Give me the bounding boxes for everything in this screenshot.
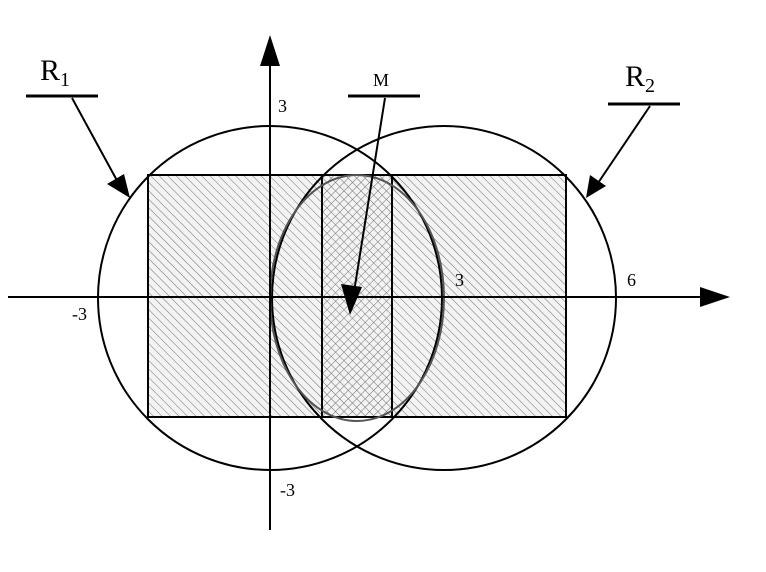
label-r1: R1 xyxy=(40,54,70,91)
label-m-pointer-arrow xyxy=(353,97,386,293)
label-r2-pointer-arrow xyxy=(595,105,651,187)
tick-x-pos-inner: 3 xyxy=(455,270,464,290)
tick-y-neg: -3 xyxy=(280,480,295,500)
label-m-arrowhead xyxy=(341,284,362,315)
label-r2-arrowhead xyxy=(586,175,606,198)
x-axis-arrowhead xyxy=(700,287,730,307)
label-r1-pointer-arrow xyxy=(71,97,121,187)
tick-y-pos: 3 xyxy=(278,96,287,116)
tick-x-pos-outer: 6 xyxy=(627,270,636,290)
y-axis-arrowhead xyxy=(260,35,280,66)
tick-x-neg: -3 xyxy=(72,304,87,324)
label-r1-arrowhead xyxy=(107,174,130,198)
label-r2: R2 xyxy=(625,60,655,97)
label-m: M xyxy=(373,70,389,90)
